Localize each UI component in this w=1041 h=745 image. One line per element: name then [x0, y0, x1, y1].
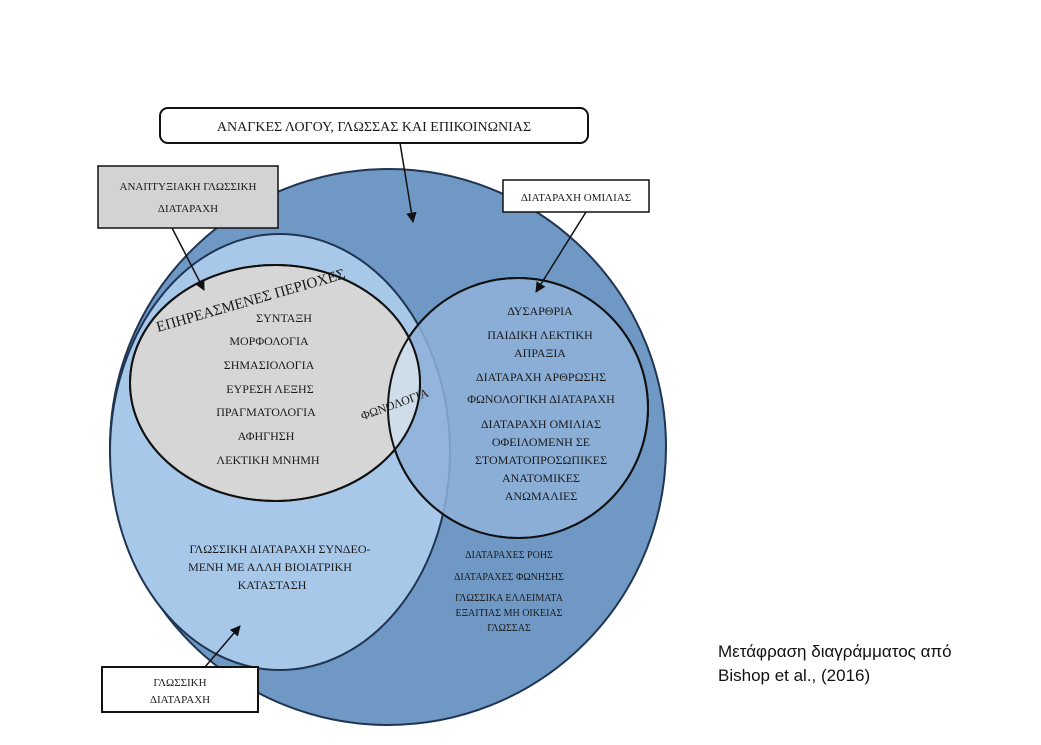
figure-caption: Μετάφραση διαγράμματος από Bishop et al.…	[718, 640, 1018, 688]
speech-item: ΔΙΑΤΑΡΑΧΗ ΟΜΙΛΙΑΣ	[481, 417, 601, 431]
speech-arrow	[535, 211, 587, 293]
affected-area-item: ΣΗΜΑΣΙΟΛΟΓΙΑ	[224, 358, 315, 372]
dld-label-line1: ΑΝΑΠΤΥΞΙΑΚΗ ΓΛΩΣΣΙΚΗ	[120, 181, 257, 193]
needs-arrow	[399, 142, 417, 224]
speech-label-box	[502, 179, 650, 213]
language-label-line2: ΔΙΑΤΑΡΑΧΗ	[150, 694, 210, 706]
dld-label-box	[97, 165, 279, 229]
caption-line1: Μετάφραση διαγράμματος από	[718, 642, 952, 661]
dld-arrow	[171, 227, 205, 291]
speech-item: ΔΥΣΑΡΘΡΙΑ	[507, 304, 573, 318]
associated-condition-text: ΓΛΩΣΣΙΚΗ ΔΙΑΤΑΡΑΧΗ ΣΥΝΔΕΟ- ΜΕΝΗ ΜΕ ΑΛΛΗ …	[188, 542, 370, 592]
other-needs-item: ΔΙΑΤΑΡΑΧΕΣ ΡΟΗΣ	[465, 550, 553, 561]
affected-area-item: ΛΕΚΤΙΚΗ ΜΝΗΜΗ	[216, 453, 320, 467]
affected-area-item: ΕΥΡΕΣΗ ΛΕΞΗΣ	[226, 382, 313, 396]
affected-area-item: ΣΥΝΤΑΞΗ	[256, 311, 312, 325]
needs-label: ΑΝΑΓΚΕΣ ΛΟΓΟΥ, ΓΛΩΣΣΑΣ ΚΑΙ ΕΠΙΚΟΙΝΩΝΙΑΣ	[217, 120, 531, 135]
language-arrow	[204, 625, 241, 668]
speech-disorder-list: ΔΥΣΑΡΘΡΙΑ ΠΑΙΔΙΚΗ ΛΕΚΤΙΚΗ ΑΠΡΑΞΙΑ ΔΙΑΤΑΡ…	[467, 304, 615, 503]
affected-areas-list: ΣΥΝΤΑΞΗ ΜΟΡΦΟΛΟΓΙΑ ΣΗΜΑΣΙΟΛΟΓΙΑ ΕΥΡΕΣΗ Λ…	[216, 311, 320, 467]
other-needs-item: ΔΙΑΤΑΡΑΧΕΣ ΦΩΝΗΣΗΣ	[454, 572, 564, 583]
speech-item: ΠΑΙΔΙΚΗ ΛΕΚΤΙΚΗ	[487, 328, 593, 342]
speech-item: ΣΤΟΜΑΤΟΠΡΟΣΩΠΙΚΕΣ	[475, 453, 607, 467]
other-needs-item: ΓΛΩΣΣΑΣ	[487, 623, 531, 634]
speech-item: ΑΝΑΤΟΜΙΚΕΣ	[502, 471, 580, 485]
associated-condition-line: ΚΑΤΑΣΤΑΣΗ	[238, 578, 307, 592]
speech-label: ΔΙΑΤΑΡΑΧΗ ΟΜΙΛΙΑΣ	[521, 192, 631, 204]
dld-label-line2: ΔΙΑΤΑΡΑΧΗ	[158, 203, 218, 215]
speech-item: ΟΦΕΙΛΟΜΕΝΗ ΣΕ	[492, 435, 590, 449]
needs-label-box	[159, 107, 589, 144]
speech-item: ΦΩΝΟΛΟΓΙΚΗ ΔΙΑΤΑΡΑΧΗ	[467, 392, 615, 406]
speech-item: ΑΝΩΜΑΛΙΕΣ	[505, 489, 578, 503]
associated-condition-line: ΜΕΝΗ ΜΕ ΑΛΛΗ ΒΙΟΙΑΤΡΙΚΗ	[188, 560, 352, 574]
other-needs-list: ΔΙΑΤΑΡΑΧΕΣ ΡΟΗΣ ΔΙΑΤΑΡΑΧΕΣ ΦΩΝΗΣΗΣ ΓΛΩΣΣ…	[454, 550, 564, 634]
affected-area-item: ΜΟΡΦΟΛΟΓΙΑ	[229, 334, 309, 348]
other-needs-item: ΓΛΩΣΣΙΚΑ ΕΛΛΕΙΜΑΤΑ	[455, 593, 564, 604]
affected-area-item: ΠΡΑΓΜΑΤΟΛΟΓΙΑ	[216, 405, 316, 419]
caption-line2: Bishop et al., (2016)	[718, 666, 871, 685]
affected-area-item: ΑΦΗΓΗΣΗ	[238, 429, 295, 443]
language-label-line1: ΓΛΩΣΣΙΚΗ	[153, 677, 206, 689]
language-label-box	[101, 666, 259, 713]
associated-condition-line: ΓΛΩΣΣΙΚΗ ΔΙΑΤΑΡΑΧΗ ΣΥΝΔΕΟ-	[189, 542, 370, 556]
speech-item: ΑΠΡΑΞΙΑ	[514, 346, 566, 360]
other-needs-item: ΕΞΑΙΤΙΑΣ ΜΗ ΟΙΚΕΙΑΣ	[456, 608, 563, 619]
speech-item: ΔΙΑΤΑΡΑΧΗ ΑΡΘΡΩΣΗΣ	[476, 370, 606, 384]
